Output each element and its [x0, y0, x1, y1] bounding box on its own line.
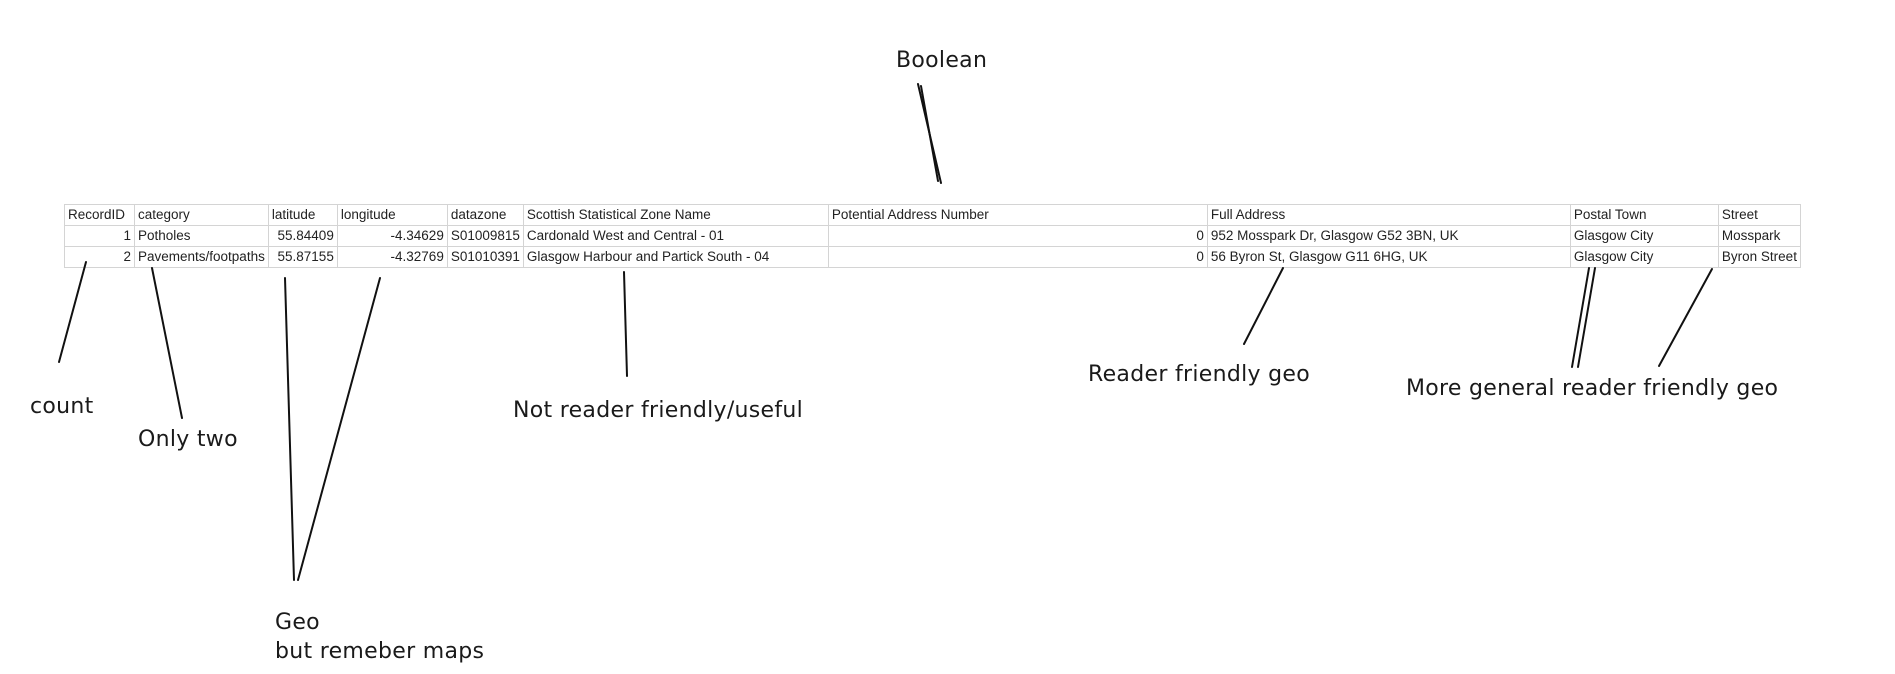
- only-two-pointer-line: [151, 267, 183, 419]
- geo-longitude-pointer-line: [297, 277, 381, 581]
- annotation-more-general-geo: More general reader friendly geo: [1406, 376, 1779, 401]
- col-header-street[interactable]: Street: [1717, 204, 1801, 226]
- cell-zone-name[interactable]: Cardonald West and Central - 01: [522, 225, 829, 247]
- table-row: 2 Pavements/footpaths 55.87155 -4.32769 …: [64, 246, 1801, 268]
- annotation-count: count: [30, 394, 94, 419]
- data-table: RecordID category latitude longitude dat…: [64, 204, 1801, 268]
- cell-street[interactable]: Byron Street: [1717, 246, 1801, 268]
- boolean-pointer-line: [920, 85, 939, 182]
- cell-street[interactable]: Mosspark: [1717, 225, 1801, 247]
- geo-latitude-pointer-line: [284, 277, 295, 581]
- count-pointer-line: [58, 261, 87, 363]
- postal-town-pointer-line: [1577, 267, 1596, 368]
- cell-address-number[interactable]: 0: [827, 246, 1208, 268]
- cell-postal-town[interactable]: Glasgow City: [1569, 246, 1719, 268]
- street-pointer-line: [1658, 268, 1713, 367]
- full-address-pointer-line: [1243, 267, 1284, 345]
- postal-town-pointer-line: [1571, 267, 1590, 368]
- cell-recordid[interactable]: 2: [64, 246, 135, 268]
- annotation-reader-friendly-geo: Reader friendly geo: [1088, 362, 1310, 387]
- cell-longitude[interactable]: -4.32769: [336, 246, 448, 268]
- cell-full-address[interactable]: 952 Mosspark Dr, Glasgow G52 3BN, UK: [1206, 225, 1571, 247]
- zone-name-pointer-line: [623, 271, 628, 377]
- cell-datazone[interactable]: S01010391: [446, 246, 524, 268]
- annotation-boolean: Boolean: [896, 48, 988, 73]
- col-header-recordid[interactable]: RecordID: [64, 204, 135, 226]
- cell-full-address[interactable]: 56 Byron St, Glasgow G11 6HG, UK: [1206, 246, 1571, 268]
- col-header-datazone[interactable]: datazone: [446, 204, 524, 226]
- cell-latitude[interactable]: 55.87155: [267, 246, 338, 268]
- annotation-not-reader-friendly: Not reader friendly/useful: [513, 398, 804, 423]
- annotation-only-two: Only two: [138, 427, 238, 452]
- annotation-geo-maps: but remeber maps: [275, 639, 485, 664]
- cell-zone-name[interactable]: Glasgow Harbour and Partick South - 04: [522, 246, 829, 268]
- cell-category[interactable]: Pavements/footpaths: [134, 246, 269, 268]
- annotation-geo: Geo: [275, 610, 320, 635]
